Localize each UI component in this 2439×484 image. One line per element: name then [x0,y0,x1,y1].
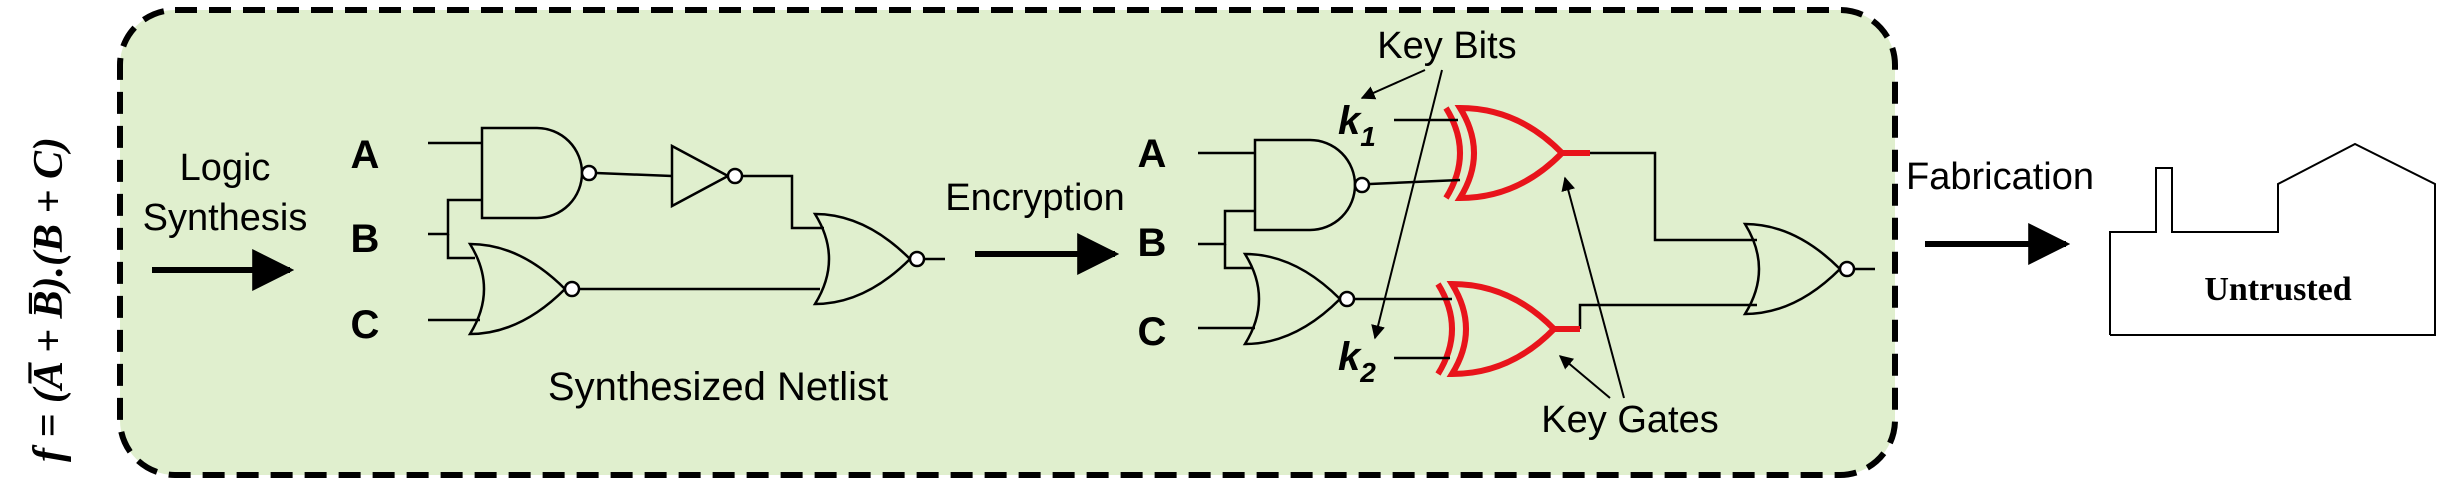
key-gates-arrow-2 [1558,355,1611,399]
encrypted-netlist: A B C [1138,25,1875,441]
key-gates-label: Key Gates [1541,399,1718,441]
key-gate-xor-2 [1435,280,1559,378]
netlist-wires [428,141,945,322]
fabrication-label: Fabrication [1906,156,2094,198]
encryption-panel [117,7,1898,478]
formula-text: f = (A̅ + B̅).(B + C) [26,137,72,462]
netlist-input-a: A [351,133,380,177]
encrypted-input-b: B [1138,221,1167,265]
netlist-input-b: B [351,217,380,261]
encrypted-input-c: C [1138,310,1167,354]
key-gate-xor-1 [1443,104,1567,202]
key-gate-outputs [1554,150,1590,332]
untrusted-label: Untrusted [2204,271,2351,308]
key-bit-k2-label: k2 [1338,335,1376,388]
netlist-caption: Synthesized Netlist [548,365,888,409]
untrusted-foundry-icon: Untrusted [2109,142,2436,336]
logic-synthesis-label-line1: Logic [180,147,271,189]
key-bits-arrow-2 [1371,69,1443,340]
netlist-input-c: C [351,303,380,347]
logic-synthesis-label-line2: Synthesis [143,197,308,239]
synthesized-netlist: A B C [351,126,945,409]
boolean-formula: f = (A̅ + B̅).(B + C) [26,137,72,462]
encryption-label: Encryption [945,177,1125,219]
key-bits-arrow-1 [1360,69,1426,100]
encrypted-nand-gate [1253,138,1371,232]
key-bit-k1-label: k1 [1338,99,1376,152]
key-bits-label: Key Bits [1377,25,1516,67]
encrypted-wires [1198,118,1875,360]
key-gates-arrow-1 [1561,176,1625,399]
encrypted-input-a: A [1138,132,1167,176]
